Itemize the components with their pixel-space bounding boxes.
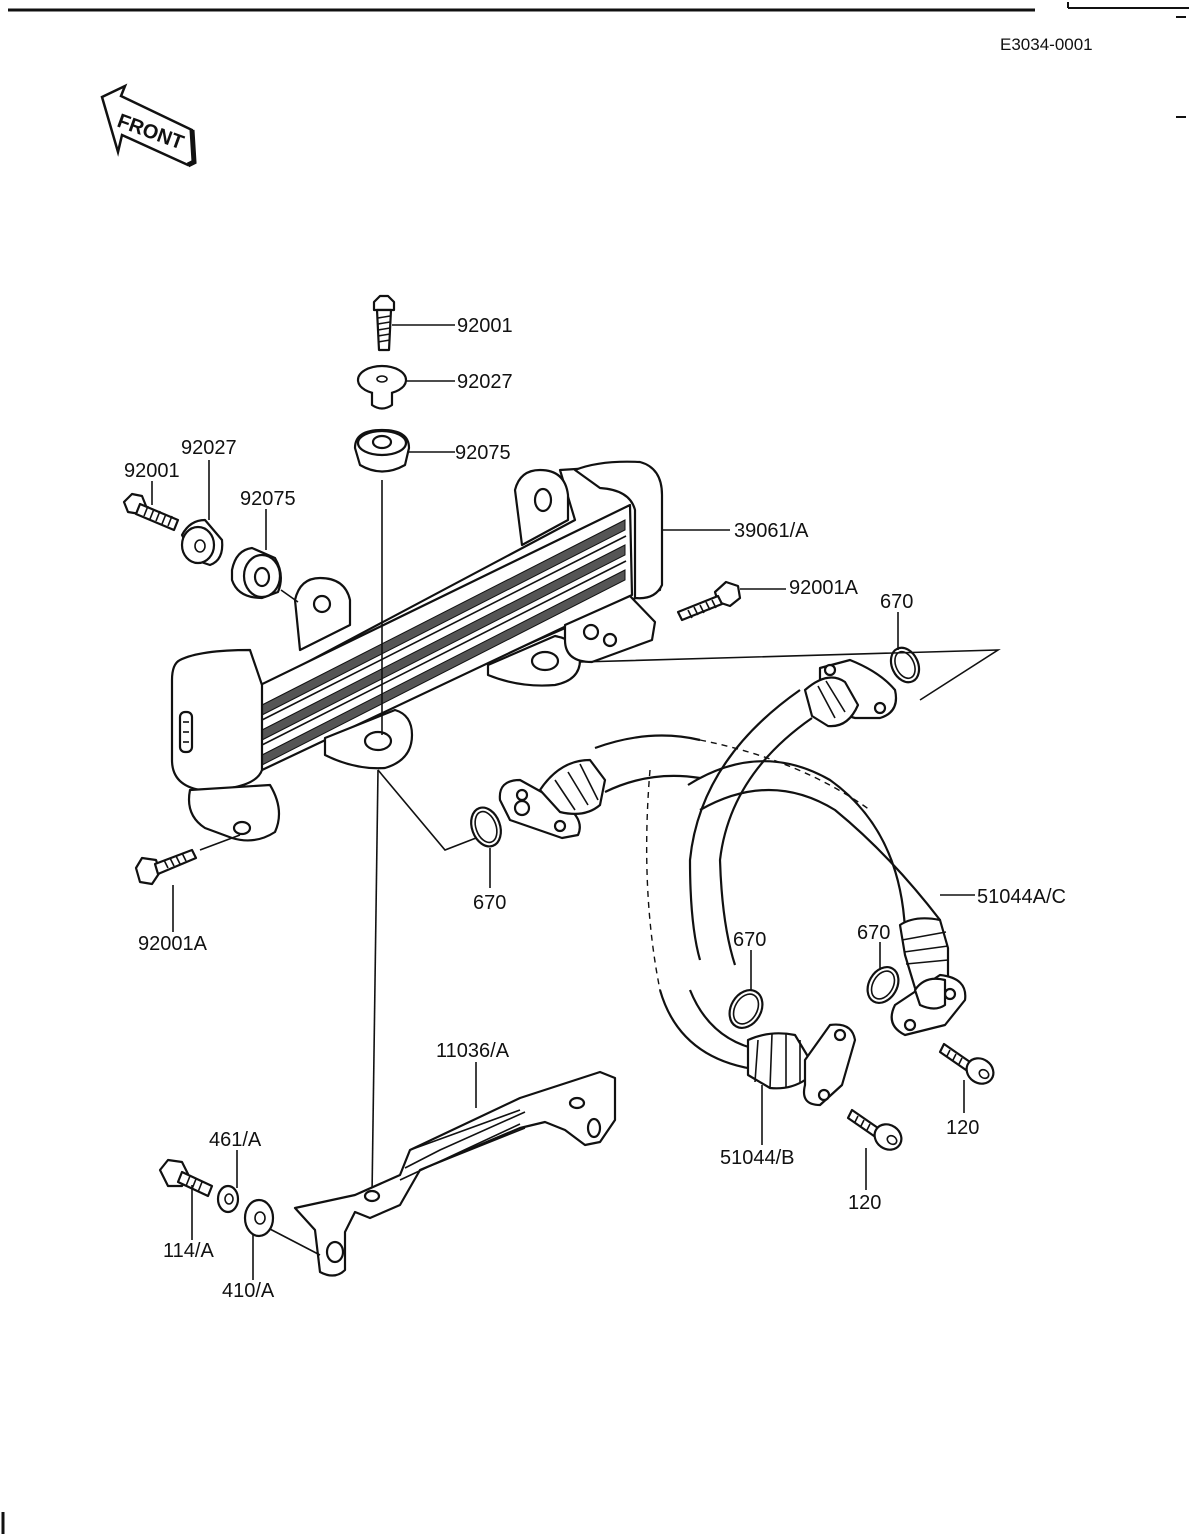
leader-lines — [151, 324, 1001, 1280]
callout-bracket-bolt: 114/A — [163, 1240, 214, 1262]
callout-left-grommet: 92075 — [240, 488, 296, 510]
callout-right-bolt: 92001A — [789, 577, 859, 599]
callout-oring-lower-mid: 670 — [733, 929, 766, 951]
right-bolt-icon — [676, 580, 742, 622]
top-grommet-icon — [353, 428, 411, 473]
lower-left-bolt-icon — [134, 848, 198, 886]
oring-right-top-icon — [889, 646, 921, 684]
oring-lower-mid-icon — [728, 989, 764, 1029]
drawing-code: E3034-0001 — [1000, 35, 1093, 54]
oring-lower-right-icon — [866, 966, 900, 1004]
callout-hose-lower: 51044/B — [720, 1147, 795, 1169]
top-bolt-icon — [372, 294, 396, 352]
callout-oring-lower-right: 670 — [857, 922, 890, 944]
bracket-bolt-icon — [158, 1158, 214, 1198]
callout-bracket: 11036/A — [436, 1040, 510, 1062]
left-grommet-icon — [230, 546, 282, 600]
callout-flat-washer: 410/A — [222, 1280, 275, 1302]
callout-top-collar: 92027 — [457, 371, 513, 393]
oring-center-icon — [470, 806, 502, 848]
callout-screw-mid: 120 — [848, 1192, 881, 1214]
callout-top-grommet: 92075 — [455, 442, 511, 464]
oil-hose-lower — [498, 734, 871, 1107]
oil-cooler — [170, 460, 664, 842]
callout-screw-right: 120 — [946, 1117, 979, 1139]
callout-top-bolt: 92001 — [457, 315, 513, 337]
callout-labels: 92001 92027 92075 92001 92027 92075 3906… — [124, 315, 1066, 1302]
screw-right-icon — [938, 1042, 995, 1085]
callout-lower-left-bolt: 92001A — [138, 933, 208, 955]
callout-oring-right-top: 670 — [880, 591, 913, 613]
left-bolt-icon — [122, 492, 180, 532]
spring-washer-icon — [216, 1184, 240, 1214]
top-collar-icon — [356, 364, 408, 410]
callout-hose-upper: 51044A/C — [977, 886, 1066, 908]
front-arrow-icon: FRONT — [100, 83, 197, 168]
screw-mid-icon — [846, 1108, 903, 1151]
mounting-bracket — [293, 1070, 617, 1277]
callout-left-bolt: 92001 — [124, 460, 180, 482]
oil-hose-upper — [687, 658, 967, 1037]
callout-oil-cooler: 39061/A — [734, 520, 809, 542]
callout-left-collar: 92027 — [181, 437, 237, 459]
callout-spring-washer: 461/A — [209, 1129, 262, 1151]
flat-washer-icon — [243, 1198, 275, 1238]
callout-oring-center: 670 — [473, 892, 506, 914]
left-collar-icon — [180, 518, 224, 567]
